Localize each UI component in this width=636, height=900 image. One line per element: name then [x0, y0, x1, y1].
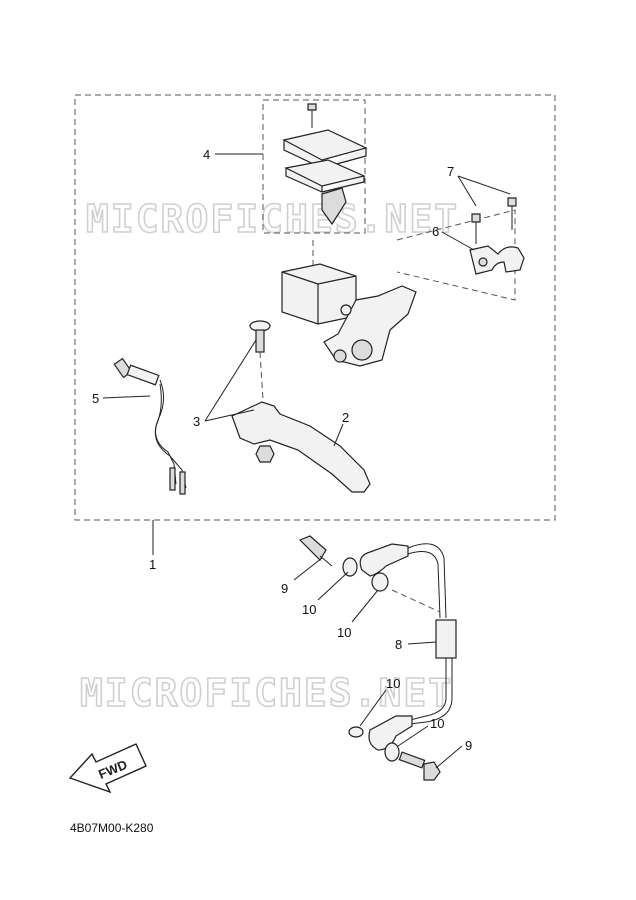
callout-10-a: 10: [302, 602, 316, 617]
watermark-bottom: MICROFICHES.NET: [80, 671, 453, 715]
callout-10-d: 10: [430, 716, 444, 731]
gasket-3: [348, 726, 364, 738]
cap-subassembly-box: [262, 99, 366, 234]
brake-switch[interactable]: [113, 357, 187, 495]
master-cylinder[interactable]: [281, 263, 417, 367]
holder: [469, 245, 525, 275]
brake-lever[interactable]: [231, 401, 371, 493]
callout-8: 8: [395, 637, 402, 652]
callout-3: 3: [193, 414, 200, 429]
callout-10-c: 10: [386, 676, 400, 691]
gasket-1: [342, 557, 358, 577]
bolt-b-head: [507, 197, 517, 207]
gasket-4: [384, 742, 400, 762]
hose-clamp: [435, 619, 457, 659]
callout-1: 1: [149, 557, 156, 572]
assembly-border: [74, 94, 556, 521]
callout-9-bottom: 9: [465, 738, 472, 753]
watermark-top: MICROFICHES.NET: [86, 197, 459, 241]
callout-10-b: 10: [337, 625, 351, 640]
callout-6: 6: [432, 224, 439, 239]
pivot-bolt-group[interactable]: [249, 320, 275, 463]
brake-hose[interactable]: [298, 535, 457, 781]
diagram-code: 4B07M00-K280: [70, 821, 154, 835]
cap-plate: [284, 159, 366, 193]
holder-guide: [396, 209, 516, 301]
callout-2: 2: [342, 410, 349, 425]
callout-5: 5: [92, 391, 99, 406]
cap-screw: [307, 103, 317, 111]
callout-4: 4: [203, 147, 210, 162]
banjo-bottom: [368, 715, 413, 751]
gasket-2: [371, 572, 389, 592]
union-bolt-top: [298, 535, 327, 561]
diaphragm: [321, 187, 347, 226]
pivot-nut: [255, 445, 275, 463]
holder-group[interactable]: [469, 197, 525, 275]
callout-7: 7: [447, 164, 454, 179]
fwd-arrow-icon: [68, 743, 147, 794]
reservoir-cap-group[interactable]: [282, 103, 368, 226]
fwd-arrow: FWD: [68, 743, 147, 794]
callout-9-top: 9: [281, 581, 288, 596]
bolt-a-head: [471, 213, 481, 223]
banjo-top: [359, 543, 409, 577]
union-bolt-bottom: [398, 751, 426, 769]
